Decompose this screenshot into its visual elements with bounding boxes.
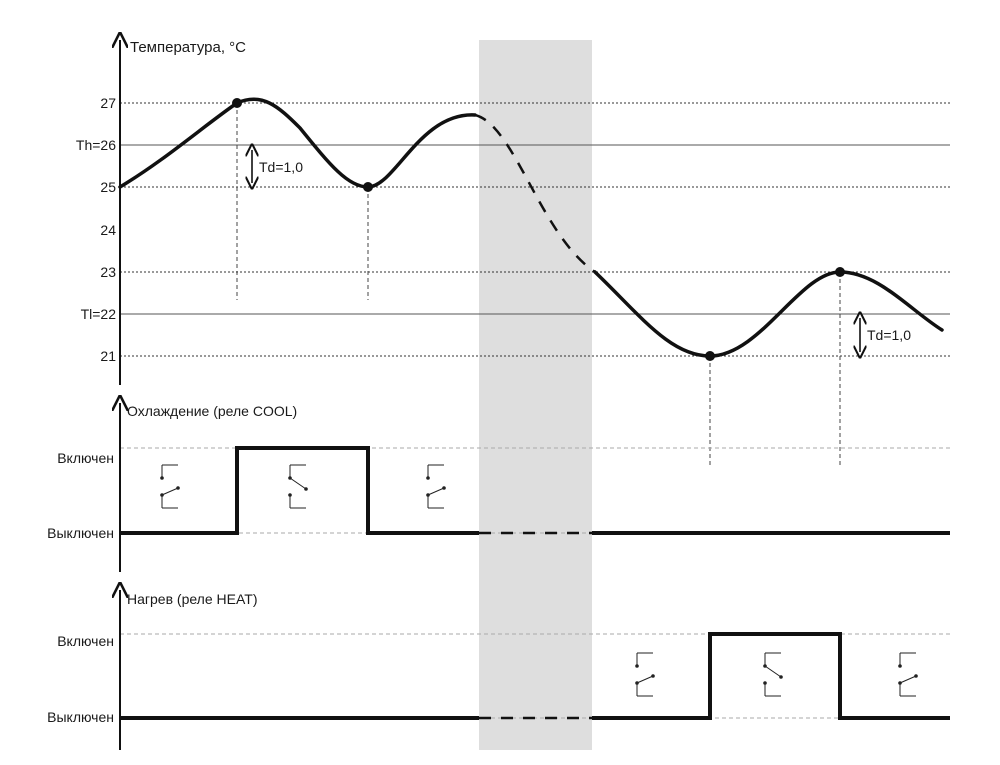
heating-relay-signal [592, 632, 950, 720]
switch-point [363, 182, 373, 192]
temperature-chart: Температура, °C 27 Th=26 25 24 23 Tl=22 … [76, 39, 950, 468]
cooling-chart: Охлаждение (реле COOL) Включен Выключен [47, 403, 950, 572]
temperature-curve [118, 97, 477, 189]
gap-band [479, 40, 592, 750]
heating-axis-label: Нагрев (реле HEAT) [127, 591, 257, 607]
on-state-label: Включен [57, 450, 114, 466]
cooling-axis-label: Охлаждение (реле COOL) [127, 403, 297, 419]
switch-point [705, 351, 715, 361]
relay-contact-open-icon [898, 652, 918, 697]
hysteresis-label: Td=1,0 [259, 159, 303, 175]
heating-chart: Нагрев (реле HEAT) Включен Выключен [47, 590, 950, 750]
tick-label: 24 [100, 222, 116, 238]
switch-point [835, 267, 845, 277]
tick-label: Th=26 [76, 137, 116, 153]
relay-contact-closed-icon [288, 464, 308, 509]
temperature-curve [593, 270, 944, 358]
relay-contact-closed-icon [763, 652, 783, 697]
tick-label: 25 [100, 179, 116, 195]
on-state-label: Включен [57, 633, 114, 649]
tick-label: Tl=22 [81, 306, 117, 322]
off-state-label: Выключен [47, 709, 114, 725]
cooling-relay-signal [120, 446, 479, 535]
tick-label: 23 [100, 264, 116, 280]
relay-contact-open-icon [160, 464, 180, 509]
tick-label: 21 [100, 348, 116, 364]
temperature-axis-label: Температура, °C [130, 39, 246, 56]
switch-point [232, 98, 242, 108]
hysteresis-label: Td=1,0 [867, 327, 911, 343]
temperature-curve-gap [474, 113, 596, 274]
off-state-label: Выключен [47, 525, 114, 541]
relay-contact-open-icon [426, 464, 446, 509]
relay-contact-open-icon [635, 652, 655, 697]
tick-label: 27 [100, 95, 116, 111]
